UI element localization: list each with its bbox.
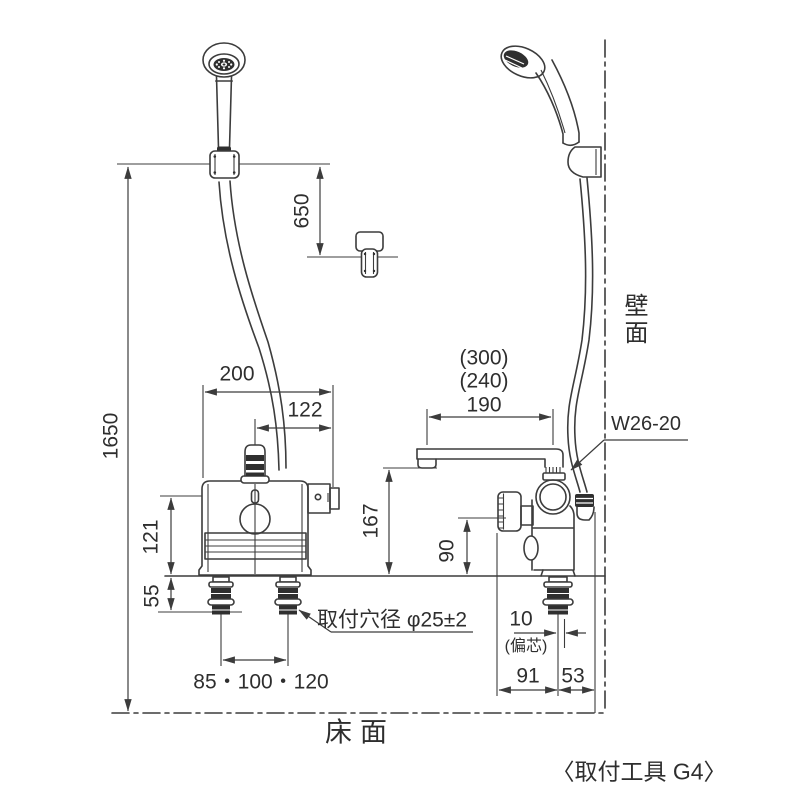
supply-leg-side [542, 576, 574, 615]
dim-122: 122 [287, 398, 323, 422]
eccentric-note: (偏芯) [504, 638, 548, 655]
dim-650: 650 [290, 193, 314, 229]
side-view [416, 45, 602, 615]
dim-91: 91 [516, 664, 540, 688]
hand-shower-front [202, 42, 246, 154]
shower-hanger-side [567, 146, 602, 178]
wall-hook [355, 231, 384, 278]
spout-side [416, 448, 566, 481]
valve-body-side [497, 479, 595, 577]
dim-167: 167 [359, 503, 383, 539]
dim-190: 190 [466, 393, 502, 417]
pitch-options-label: 85・100・120 [193, 670, 329, 694]
thread-spec-label: W26-20 [610, 413, 682, 435]
floor-surface-label: 床面 [325, 717, 395, 748]
dimension-lines [124, 166, 595, 712]
dim-55: 55 [140, 584, 164, 608]
supply-leg-right [274, 576, 302, 615]
mount-hole-note: 取付穴径 φ25±2 [316, 608, 468, 632]
front-view [198, 42, 384, 615]
faucet-body-front [198, 444, 340, 576]
shower-hose-front [218, 180, 287, 471]
shower-hose-side [566, 177, 594, 493]
dim-200: 200 [219, 362, 255, 386]
extension-lines [117, 163, 596, 713]
dim-53: 53 [561, 664, 585, 688]
dim-1650: 1650 [99, 412, 123, 460]
supply-leg-left [207, 576, 235, 615]
leader-lines [298, 439, 688, 633]
tool-note: 〈取付工具 G4〉 [551, 758, 727, 785]
dim-240-alt: (240) [459, 369, 509, 393]
hand-shower-side [500, 45, 580, 147]
dim-90: 90 [435, 539, 459, 563]
wall-surface-label: 壁面 [620, 293, 647, 347]
dim-121: 121 [139, 519, 163, 555]
shower-hanger-front [209, 150, 240, 179]
dim-10: 10 [509, 607, 533, 631]
dim-300-alt: (300) [459, 346, 509, 370]
